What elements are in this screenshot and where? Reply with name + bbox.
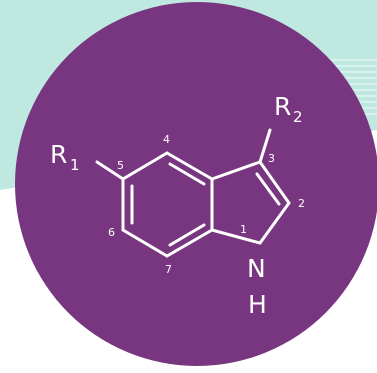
double-bond-c7a-c7 [168,223,206,247]
locant-6: 6 [108,226,115,239]
r1-subscript: 1 [70,156,80,174]
bond-c2-n1 [258,201,291,245]
locant-4: 4 [163,133,170,146]
locant-1: 1 [240,223,247,236]
bond-c7a-c7 [165,228,214,258]
locant-7: 7 [165,263,172,276]
bond-c4-c3a [165,151,214,181]
bond-c7-c6 [121,228,169,258]
bond-c3-c2 [258,160,291,205]
bond-c5-r1 [95,160,125,181]
locant-numbers: 1 2 3 4 5 6 7 [108,133,305,276]
bond-n1-c7a [210,228,262,245]
bond-c5-c4 [121,151,169,181]
hydrogen-label: H [248,290,267,319]
nitrogen-label: N [247,254,266,283]
r1-letter: R [50,140,67,169]
r1-label: R 1 [50,140,80,174]
r2-letter: R [274,92,291,121]
purple-circle [15,2,377,366]
r2-label: R 2 [274,92,303,126]
molecule-bonds [95,128,291,258]
bond-c3-r2 [258,128,272,164]
locant-2: 2 [298,197,305,210]
double-bond-c3-c2 [255,172,281,206]
double-bond-c4-c3a [168,162,206,186]
locant-5: 5 [117,159,124,172]
locant-3: 3 [268,152,275,165]
nh-label: N H [247,254,267,319]
r2-subscript: 2 [293,108,303,126]
bond-c3a-c3 [210,160,262,181]
